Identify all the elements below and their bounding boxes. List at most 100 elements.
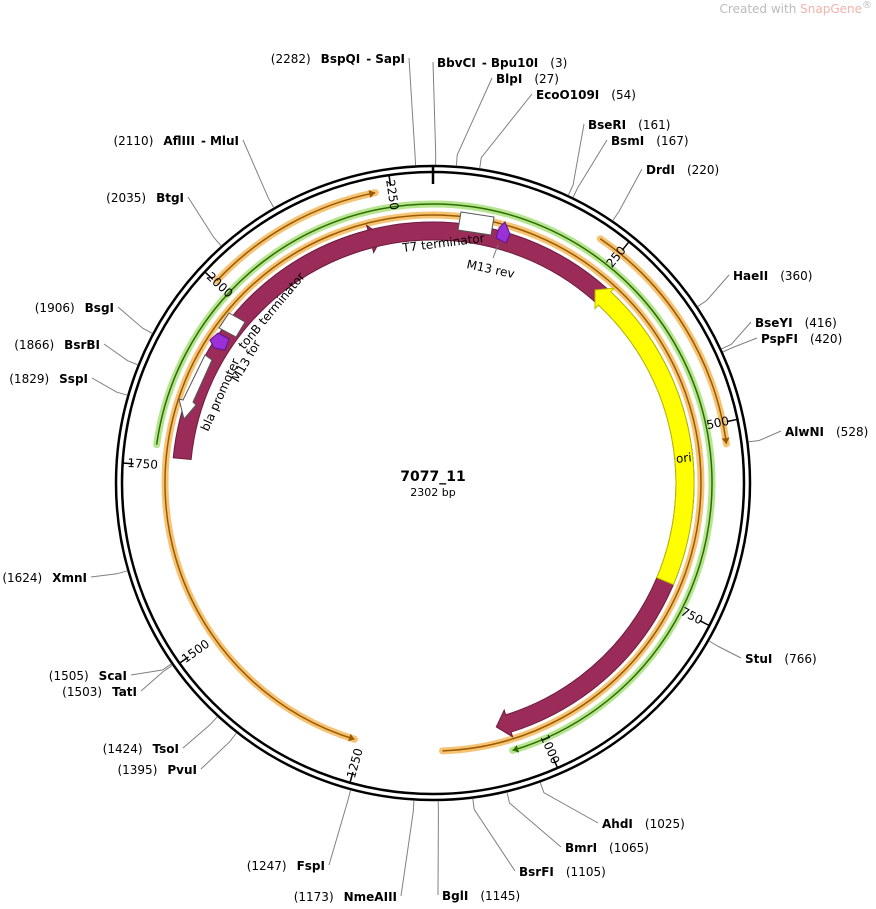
feature-bla-label-text: bla (278, 679, 301, 701)
watermark-brand: SnapGene (800, 2, 862, 16)
enzyme-label[interactable]: (1866)BsrBI (14, 338, 100, 352)
enzyme-label[interactable]: BsmI(167) (611, 134, 689, 148)
enzyme-connector (200, 732, 237, 770)
enzyme-connector (242, 139, 275, 208)
enzyme-site-bsrfi[interactable]: BsrFI(1105) (472, 798, 606, 880)
enzyme-connector (567, 123, 585, 196)
enzyme-site-scai[interactable]: (1505)ScaI (49, 663, 172, 683)
enzyme-label[interactable]: EcoO109I(54) (536, 88, 636, 102)
enzyme-label[interactable]: DrdI(220) (646, 163, 719, 177)
primer-m13-rev-connector (492, 244, 499, 259)
enzyme-label[interactable]: BglI(1145) (442, 889, 520, 903)
enzyme-position: (766) (784, 652, 816, 666)
feature-t7-terminator-box (457, 211, 495, 236)
enzyme-site-haeii[interactable]: HaeII(360) (697, 269, 813, 308)
enzyme-label[interactable]: PspFI(420) (761, 332, 842, 346)
enzyme-name: PspFI (761, 332, 798, 346)
enzyme-name: TsoI (153, 742, 179, 756)
enzyme-site-bmri[interactable]: BmrI(1065) (506, 792, 649, 855)
feature-ori-label: ori (675, 450, 692, 465)
enzyme-site-bsrbi[interactable]: (1866)BsrBI (14, 338, 138, 366)
enzyme-label[interactable]: BlpI(27) (496, 72, 559, 86)
orf-bla-line (153, 200, 716, 754)
enzyme-site-bsgi[interactable]: (1906)BsgI (35, 301, 153, 334)
enzyme-site-afliii[interactable]: (2110)AflIII-MluI (113, 134, 275, 208)
enzyme-site-ahdi[interactable]: AhdI(1025) (539, 782, 685, 831)
enzyme-label[interactable]: BbvCI-Bpu10I(3) (437, 56, 567, 70)
enzyme-site-tati[interactable]: (1503)TatI (62, 664, 173, 699)
enzyme-label[interactable]: (1395)PvuI (117, 763, 197, 777)
enzyme-connector (455, 77, 493, 166)
enzyme-label[interactable]: (1829)SspI (9, 372, 88, 386)
enzyme-label[interactable]: (1503)TatI (62, 685, 137, 699)
snapgene-watermark: Created with SnapGene® (720, 0, 872, 16)
enzyme-site-pvui[interactable]: (1395)PvuI (117, 732, 237, 777)
enzyme-position: (1829) (9, 372, 49, 386)
enzyme-name-secondary: Bpu10I (491, 56, 538, 70)
enzyme-name: NmeAIII (344, 890, 397, 904)
enzyme-connector (539, 782, 599, 824)
enzyme-site-bsmi[interactable]: BsmI(167) (572, 134, 689, 198)
enzyme-site-pspfi[interactable]: PspFI(420) (722, 332, 842, 353)
enzyme-site-nmeaiii[interactable]: (1173)NmeAIII (294, 800, 415, 904)
enzyme-site-ecoo109i[interactable]: EcoO109I(54) (479, 88, 636, 169)
enzyme-label[interactable]: BsrFI(1105) (519, 865, 606, 879)
enzyme-site-stui[interactable]: StuI(766) (708, 640, 817, 666)
enzyme-site-bspqi[interactable]: (2282)BspQI-SapI (271, 52, 417, 166)
enzyme-label[interactable]: (1906)BsgI (35, 301, 114, 315)
orf-hbs-line (213, 189, 379, 285)
enzyme-name: BsmI (611, 134, 644, 148)
enzyme-site-drdi[interactable]: DrdI(220) (612, 163, 720, 221)
enzyme-position: (1624) (2, 571, 42, 585)
enzyme-site-bgli[interactable]: BglI(1145) (437, 800, 520, 903)
enzyme-name: DrdI (646, 163, 675, 177)
enzyme-connector (182, 716, 218, 749)
enzyme-label[interactable]: (1247)FspI (247, 859, 325, 873)
enzyme-connector (187, 196, 222, 247)
enzyme-position: (1105) (566, 865, 606, 879)
tick-mark (204, 271, 214, 280)
enzyme-label[interactable]: BseYI(416) (755, 316, 837, 330)
enzyme-label[interactable]: AhdI(1025) (602, 817, 685, 831)
enzyme-site-xmni[interactable]: (1624)XmnI (2, 570, 128, 585)
enzyme-connector (408, 57, 417, 166)
enzyme-label[interactable]: AlwNI(528) (785, 425, 868, 439)
enzyme-label[interactable]: (2282)BspQI-SapI (271, 52, 405, 66)
enzyme-name: BseRI (588, 118, 626, 132)
enzyme-site-sspi[interactable]: (1829)SspI (9, 372, 128, 396)
enzyme-label[interactable]: HaeII(360) (733, 269, 813, 283)
enzyme-connector (91, 377, 128, 396)
tick-label: 1500 (179, 637, 212, 666)
enzyme-site-btgi[interactable]: (2035)BtgI (106, 191, 222, 247)
enzyme-site-fspi[interactable]: (1247)FspI (247, 789, 352, 873)
enzyme-connector (748, 430, 782, 443)
tick-label: 500 (705, 414, 730, 432)
enzyme-label[interactable]: (1624)XmnI (2, 571, 87, 585)
enzyme-connector (328, 789, 352, 866)
enzyme-site-bseri[interactable]: BseRI(161) (567, 118, 670, 196)
enzyme-label[interactable]: (2110)AflIII-MluI (113, 134, 239, 148)
enzyme-connector (103, 343, 138, 366)
enzyme-position: (1065) (609, 841, 649, 855)
enzyme-site-bbvci[interactable]: BbvCI-Bpu10I(3) (432, 56, 567, 166)
orf-bla-reverse-line-arrowhead (348, 733, 355, 742)
enzyme-site-alwni[interactable]: AlwNI(528) (748, 425, 868, 443)
enzyme-name: ScaI (99, 669, 127, 683)
map-title: 7077_11 (400, 469, 465, 485)
enzyme-label[interactable]: (1173)NmeAIII (294, 890, 397, 904)
enzyme-label[interactable]: (1424)TsoI (103, 742, 179, 756)
enzyme-label[interactable]: BseRI(161) (588, 118, 670, 132)
enzyme-label[interactable]: StuI(766) (745, 652, 817, 666)
enzyme-position: (416) (805, 316, 837, 330)
enzyme-position: (3) (550, 56, 567, 70)
enzyme-name: AhdI (602, 817, 633, 831)
enzyme-label[interactable]: (2035)BtgI (106, 191, 184, 205)
enzyme-site-tsoi[interactable]: (1424)TsoI (103, 716, 218, 756)
enzyme-label[interactable]: BmrI(1065) (565, 841, 649, 855)
enzyme-site-blpi[interactable]: BlpI(27) (455, 72, 559, 166)
enzyme-site-bseyi[interactable]: BseYI(416) (721, 316, 837, 350)
enzyme-position: (528) (836, 425, 868, 439)
enzyme-label[interactable]: (1505)ScaI (49, 669, 127, 683)
enzyme-name: TatI (112, 685, 137, 699)
